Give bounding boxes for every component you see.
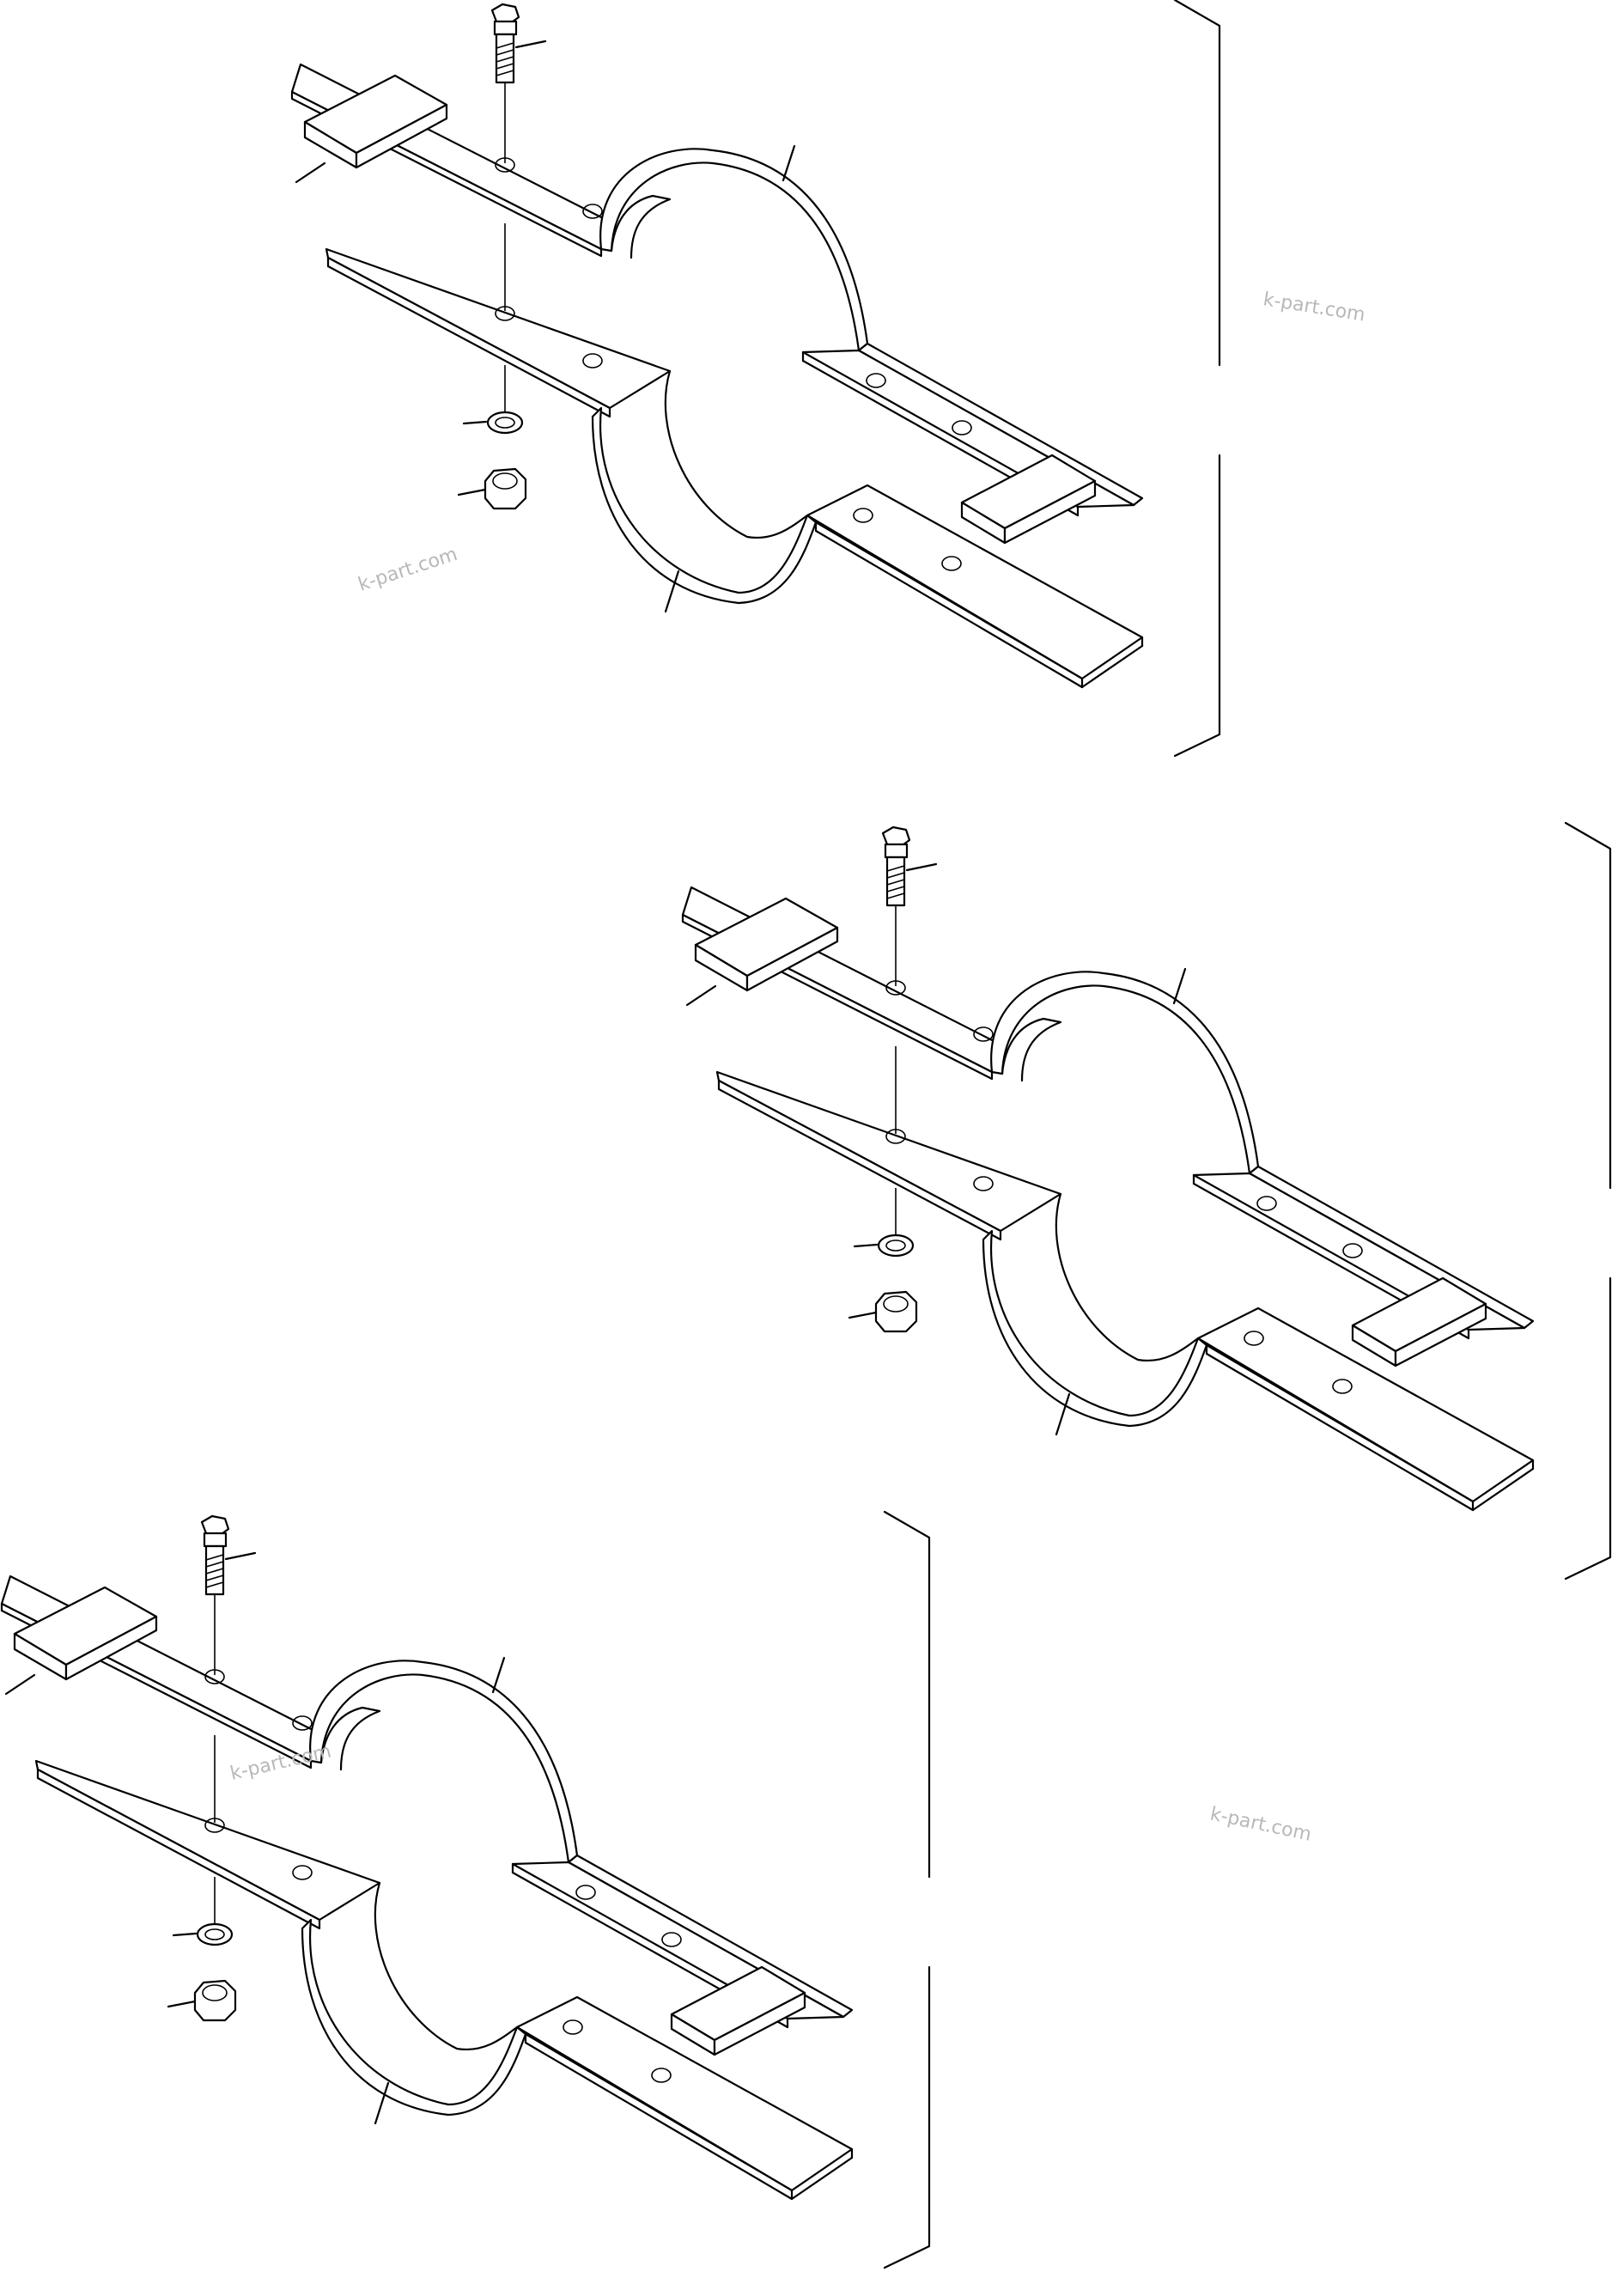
clamp-assembly-middle (681, 821, 1612, 1581)
clamp-assembly-bottom (0, 1510, 931, 2269)
watermark-2: k-part.com (356, 544, 460, 596)
clamp-assembly-top (290, 0, 1221, 758)
watermark-4: k-part.com (1208, 1803, 1313, 1845)
watermark-1: k-part.com (1262, 289, 1366, 326)
